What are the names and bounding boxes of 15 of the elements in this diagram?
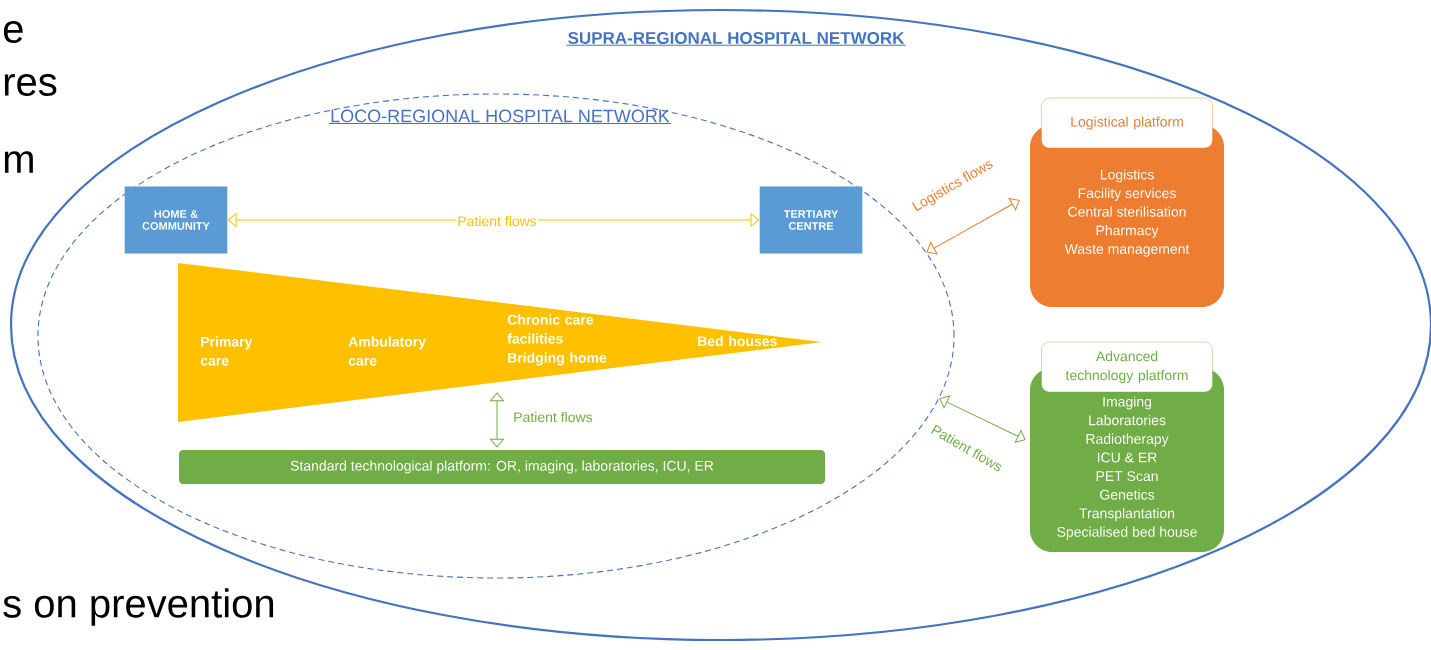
edge-label: Patient flows (456, 214, 538, 228)
platform-box: Advanced technology platform Imaging Laboratories Radiotherapy ICU & ER PET Scan Genetics Transplantation Specialised bed house (1030, 341, 1224, 552)
platform-box: Logistical platform Logistics Facility services Central sterilisation Pharmacy Waste management (1030, 97, 1224, 307)
flow-arrow (489, 392, 505, 448)
platform-bar: Standard technological platform: OR, imaging, laboratories, ICU, ER (179, 450, 825, 484)
slide-text: res (4, 74, 57, 96)
node-label: Advanced (1095, 350, 1158, 362)
slide-text: e (3, 21, 23, 43)
slide-text: m (4, 151, 33, 173)
slide-text: s on prevention (3, 588, 274, 626)
flow-arrow (926, 197, 1020, 255)
flow-arrow (939, 395, 1026, 443)
location-box: HOME & COMMUNITY (124, 186, 228, 254)
edge-label: Patient flows (514, 411, 593, 423)
location-box: TERTIARY CENTRE (759, 186, 863, 254)
